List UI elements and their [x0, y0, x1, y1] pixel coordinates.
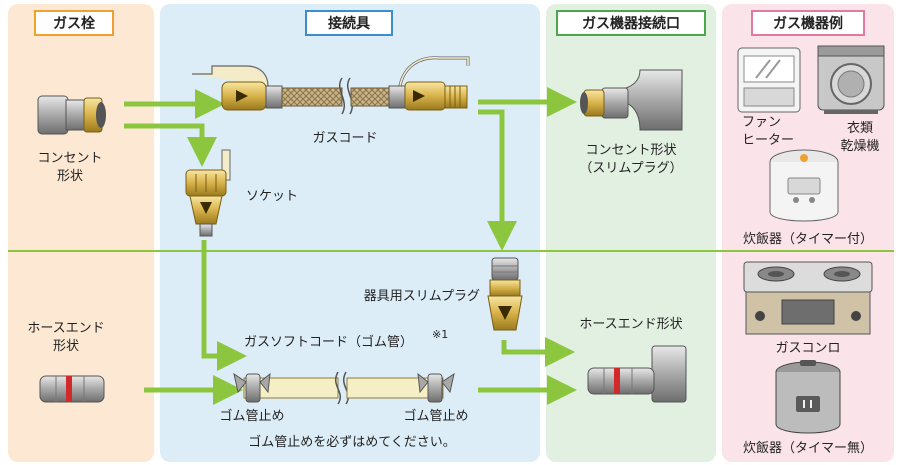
clothes-dryer-icon	[817, 45, 885, 114]
hose-end-port-icon	[587, 345, 687, 403]
outlet-port-icon	[580, 69, 683, 131]
arrow-socket-to-soft-cord	[201, 240, 247, 371]
header-appliance-port: ガス機器接続口	[582, 15, 680, 32]
hose-end-label-line1: ホースエンド	[27, 321, 104, 336]
socket-label: ソケット	[246, 189, 298, 204]
header-appliance-examples-box	[751, 10, 865, 36]
hose-stopper-left-icon	[233, 372, 271, 403]
connector-column	[160, 4, 540, 462]
header-gas-valve: ガス栓	[53, 15, 95, 32]
gas-stove-icon	[743, 261, 873, 335]
rice-cooker-timer-label: 炊飯器（タイマー付）	[743, 232, 873, 247]
gas-cord-label: ガスコード	[312, 131, 377, 146]
stopper-right-label: ゴム管止め	[403, 408, 468, 424]
slim-plug-label: 器具用スリムプラグ	[364, 289, 480, 304]
dryer-label-line1: 衣類	[847, 120, 873, 136]
header-connector-box	[305, 10, 393, 36]
fan-heater-label-line1: ファン	[742, 115, 781, 130]
arrow-cord-to-slim-plug	[478, 109, 517, 251]
gas-stove-label: ガスコンロ	[775, 341, 840, 356]
soft-cord-label: ガスソフトコード（ゴム管）	[244, 334, 413, 350]
outlet-valve-icon	[37, 95, 106, 135]
hose-end-label-line2: 形状	[53, 339, 79, 354]
outlet-slim-label-line2: （スリムプラグ）	[579, 161, 682, 176]
arrow-valve-to-socket	[124, 123, 217, 167]
socket-icon	[185, 149, 231, 237]
fan-heater-label-line2: ヒーター	[742, 133, 794, 148]
header-appliance-port-box	[556, 10, 706, 36]
fan-heater-icon	[737, 47, 801, 113]
arrow-slim-plug-to-hose-port	[501, 337, 575, 367]
note-mark: ※1	[432, 328, 448, 341]
hose-end-valve-icon	[39, 375, 105, 403]
outlet-shape-label-line2: 形状	[57, 169, 83, 184]
rice-cooker-no-timer-label: 炊飯器（タイマー無）	[743, 441, 873, 456]
rice-cooker-no-timer-icon	[775, 360, 841, 434]
warning-text: ゴム管止めを必ずはめてください。	[248, 434, 456, 450]
rice-cooker-timer-icon	[769, 149, 839, 222]
stopper-left-label: ゴム管止め	[219, 408, 284, 424]
header-connector: 接続具	[328, 15, 370, 32]
header-appliance-examples: ガス機器例	[773, 15, 843, 32]
outlet-slim-label-line1: コンセント形状	[585, 143, 676, 158]
slim-plug-icon	[487, 257, 523, 331]
gas-cord-icon	[192, 56, 470, 115]
header-gas-valve-box	[34, 10, 114, 36]
dryer-label-line2: 乾燥機	[840, 139, 879, 154]
outlet-shape-label-line1: コンセント	[37, 151, 102, 166]
appliance-examples-column	[722, 4, 894, 462]
hose-end-port-label: ホースエンド形状	[579, 317, 682, 332]
hose-stopper-right-icon	[417, 372, 455, 403]
